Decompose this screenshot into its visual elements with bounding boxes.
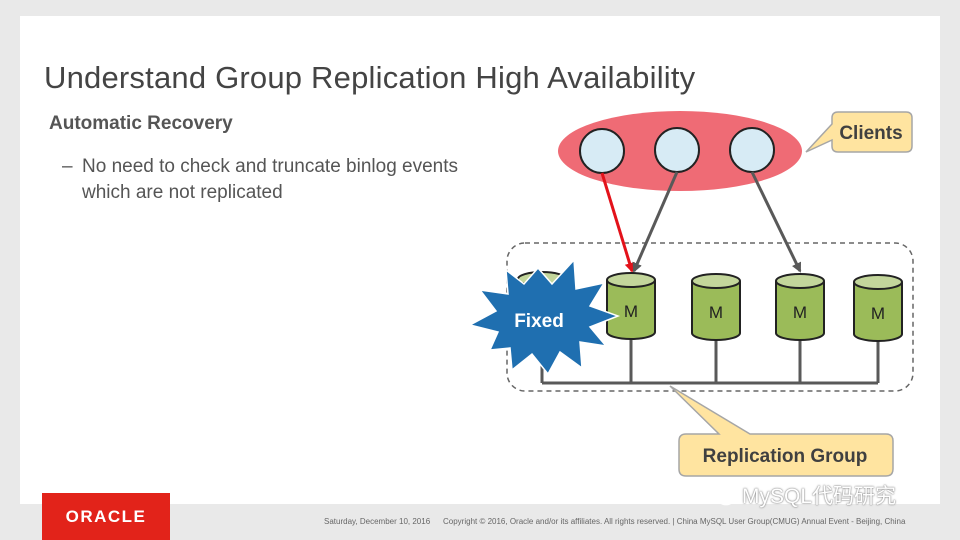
wechat-icon: [707, 484, 735, 506]
member-cylinder-1: M: [606, 272, 656, 340]
member-cylinder-4: M: [853, 274, 903, 342]
member-cylinder-2: M: [691, 273, 741, 341]
member-label: M: [871, 304, 885, 323]
arrow-client1-to-member: [600, 172, 635, 273]
slide-title: Understand Group Replication High Availa…: [44, 60, 696, 95]
member-label: M: [709, 303, 723, 322]
slide-canvas: [20, 16, 940, 504]
footer-date: Saturday, December 10, 2016: [324, 517, 431, 526]
client-node-1: [579, 128, 625, 174]
member-label: M: [624, 302, 638, 321]
arrow-client3-to-member: [750, 171, 802, 273]
wechat-watermark: MySQL代码研究: [706, 480, 896, 510]
replication-group-callout: Replication Group: [669, 385, 894, 477]
member-cylinder-3: M: [775, 273, 825, 341]
fixed-burst: Fixed: [467, 258, 621, 376]
bullet-text: No need to check and truncate binlog eve…: [82, 156, 459, 203]
client-node-2: [654, 127, 700, 173]
clients-callout: Clients: [805, 111, 913, 153]
client-node-3: [729, 127, 775, 173]
footer-copyright: Copyright © 2016, Oracle and/or its affi…: [443, 517, 906, 526]
arrow-client2-to-member: [632, 171, 679, 273]
oracle-logo: ORACLE: [42, 493, 170, 540]
watermark-text: MySQL代码研究: [742, 485, 897, 508]
bullet-dash: –: [62, 156, 73, 177]
fixed-label: Fixed: [514, 311, 564, 332]
member-label: M: [793, 303, 807, 322]
clients-label: Clients: [839, 123, 902, 144]
replication-group-label: Replication Group: [703, 446, 868, 467]
slide-subtitle: Automatic Recovery: [49, 113, 233, 134]
